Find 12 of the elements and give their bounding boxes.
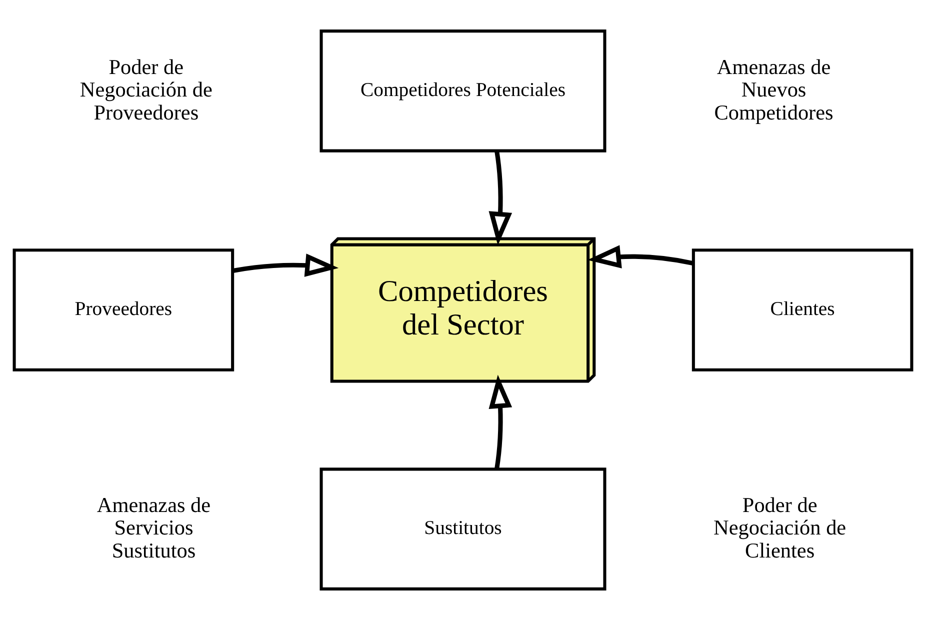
label: Poder de Negociación de Proveedores: [80, 54, 212, 124]
arrow: [587, 245, 694, 268]
label: Amenazas de Nuevos Competidores: [714, 54, 834, 124]
arrow: [488, 374, 512, 469]
label: Poder de Negociación de Clientes: [714, 492, 846, 562]
node-box: Sustitutos: [320, 468, 606, 590]
arrow: [232, 254, 339, 277]
label: Amenazas de Servicios Sustitutos: [96, 492, 211, 562]
node-box: Proveedores: [12, 248, 234, 372]
arrow: [488, 150, 512, 246]
node-box: Clientes: [692, 248, 914, 372]
node-box: Competidores Potenciales: [320, 30, 606, 152]
